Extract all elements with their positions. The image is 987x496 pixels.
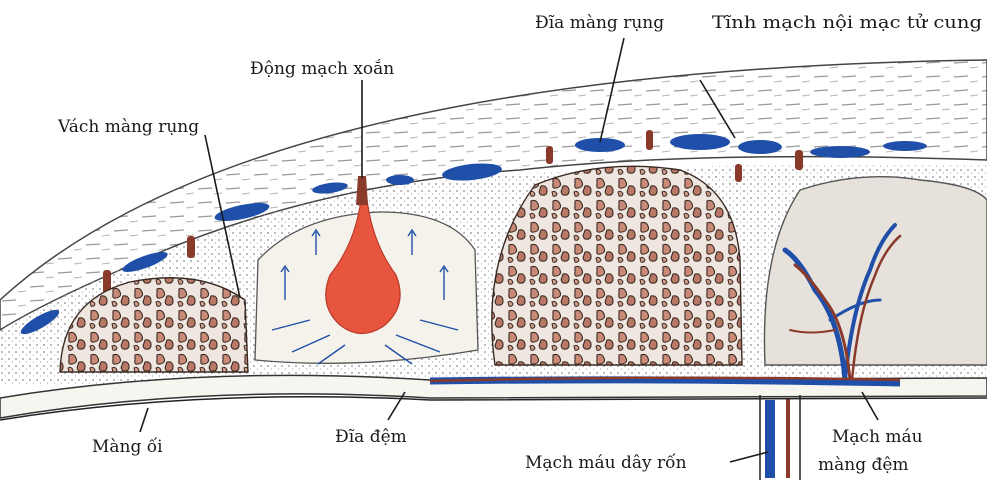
- label-decidual-plate: Đĩa màng rụng: [535, 13, 664, 33]
- label-chorionic-vessels-line2: màng đệm: [818, 455, 909, 475]
- chorionic-plate-vessels: [430, 378, 900, 383]
- cotyledon-middle: [492, 166, 742, 365]
- label-chorionic-vessels-line1: Mạch máu: [832, 427, 923, 447]
- label-endometrial-vein: Tĩnh mạch nội mạc tử cung: [712, 13, 982, 33]
- umbilical-cord-vessels: [760, 395, 800, 480]
- label-umbilical-vessels: Mạch máu dây rốn: [525, 453, 687, 473]
- label-amnion: Màng ối: [92, 437, 163, 457]
- spiral-artery-stem: [356, 176, 368, 205]
- label-chorionic-plate: Đĩa đệm: [335, 427, 407, 447]
- label-decidual-septum: Vách màng rụng: [57, 117, 199, 137]
- label-spiral-artery: Động mạch xoắn: [250, 59, 394, 79]
